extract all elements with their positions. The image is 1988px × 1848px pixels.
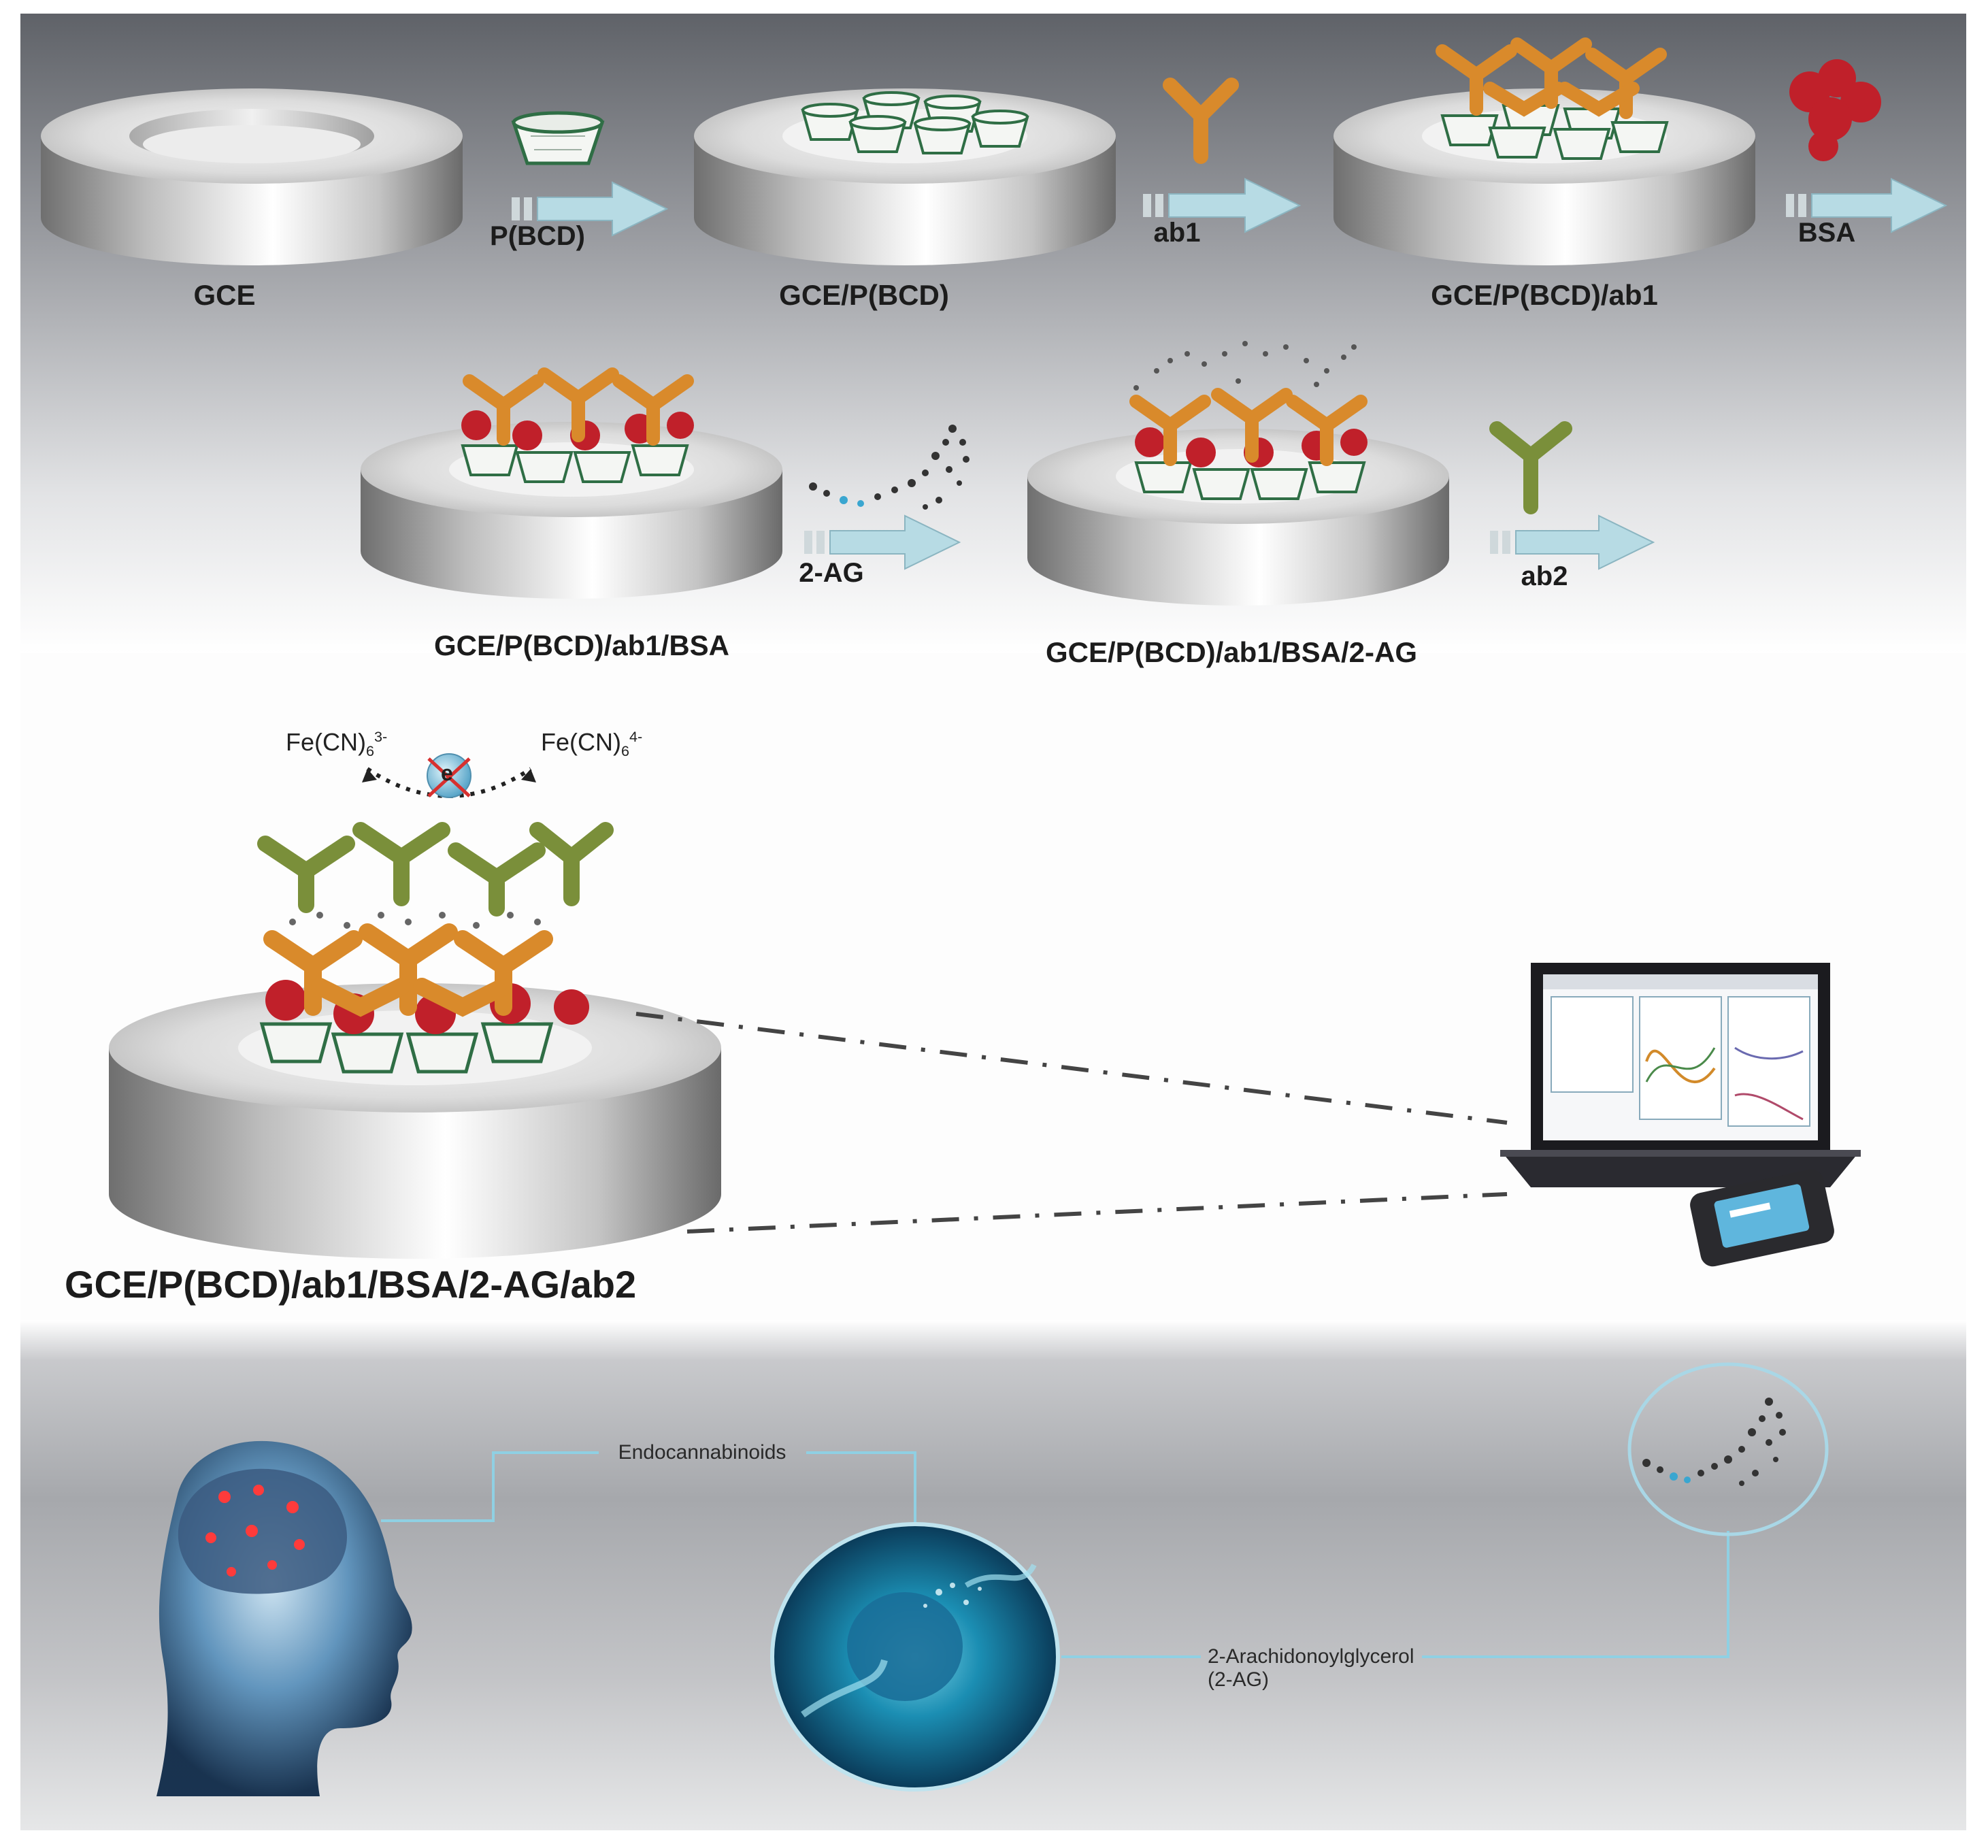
label-2-arachidonoylglycerol: 2-Arachidonoylglycerol bbox=[1208, 1645, 1414, 1668]
label-gce-pbcd-ab1: GCE/P(BCD)/ab1 bbox=[1431, 279, 1658, 311]
arrow-2-icon bbox=[1143, 178, 1302, 233]
label-gce-pbcd-ab1-bsa: GCE/P(BCD)/ab1/BSA bbox=[433, 629, 730, 661]
redox-label-ferrocyanide: Fe(CN)64- bbox=[541, 728, 643, 760]
neuron-image-icon bbox=[770, 1522, 1060, 1792]
arrow-label-ab2: ab2 bbox=[1521, 561, 1568, 591]
gce-disc bbox=[41, 88, 463, 265]
potentiostat-device-icon bbox=[1690, 1169, 1834, 1267]
label-gce: GCE bbox=[193, 279, 256, 311]
gce-pbcd-ab1-bsa-2ag-disc bbox=[1027, 341, 1449, 606]
arrow-label-pbcd: P(BCD) bbox=[490, 221, 585, 251]
gce-pbcd-ab1-bsa-disc bbox=[361, 367, 782, 599]
arrow-4-icon bbox=[804, 514, 961, 570]
arrow-1-icon bbox=[512, 181, 669, 237]
arrow-label-bsa: BSA bbox=[1798, 218, 1856, 248]
antibody-1-icon bbox=[1163, 78, 1239, 164]
gce-pbcd-disc bbox=[694, 88, 1116, 265]
redox-label-ferricyanide: Fe(CN)63- bbox=[286, 728, 388, 760]
2-ag-molecule-icon bbox=[809, 425, 970, 510]
final-electrode-disc bbox=[109, 822, 721, 1259]
connector-lines bbox=[635, 1012, 1508, 1234]
arrow-label-2ag: 2-AG bbox=[799, 558, 864, 588]
arrow-5-icon bbox=[1490, 514, 1655, 570]
cyclodextrin-cup-icon bbox=[511, 111, 605, 165]
label-final-electrode: GCE/P(BCD)/ab1/BSA/2-AG/ab2 bbox=[65, 1263, 637, 1306]
arrow-3-icon bbox=[1786, 178, 1948, 233]
bottom-connector-lines bbox=[381, 1451, 1729, 1658]
gce-pbcd-ab1-disc bbox=[1333, 37, 1755, 265]
redox-arc-icon bbox=[362, 753, 536, 798]
antibody-2-icon bbox=[1489, 421, 1572, 514]
arrow-label-ab1: ab1 bbox=[1153, 218, 1201, 248]
label-gce-pbcd: GCE/P(BCD) bbox=[779, 279, 949, 311]
2-ag-molecule-circle bbox=[1627, 1362, 1829, 1536]
human-head-brain-icon bbox=[156, 1440, 412, 1796]
label-gce-pbcd-ab1-bsa-2ag: GCE/P(BCD)/ab1/BSA/2-AG bbox=[1045, 636, 1418, 668]
label-2-ag-abbrev: (2-AG) bbox=[1208, 1668, 1269, 1691]
label-endocannabinoids: Endocannabinoids bbox=[618, 1441, 786, 1464]
bsa-protein-icon bbox=[1789, 59, 1881, 161]
laptop-icon bbox=[1500, 963, 1861, 1187]
electron-label: e bbox=[441, 761, 453, 785]
